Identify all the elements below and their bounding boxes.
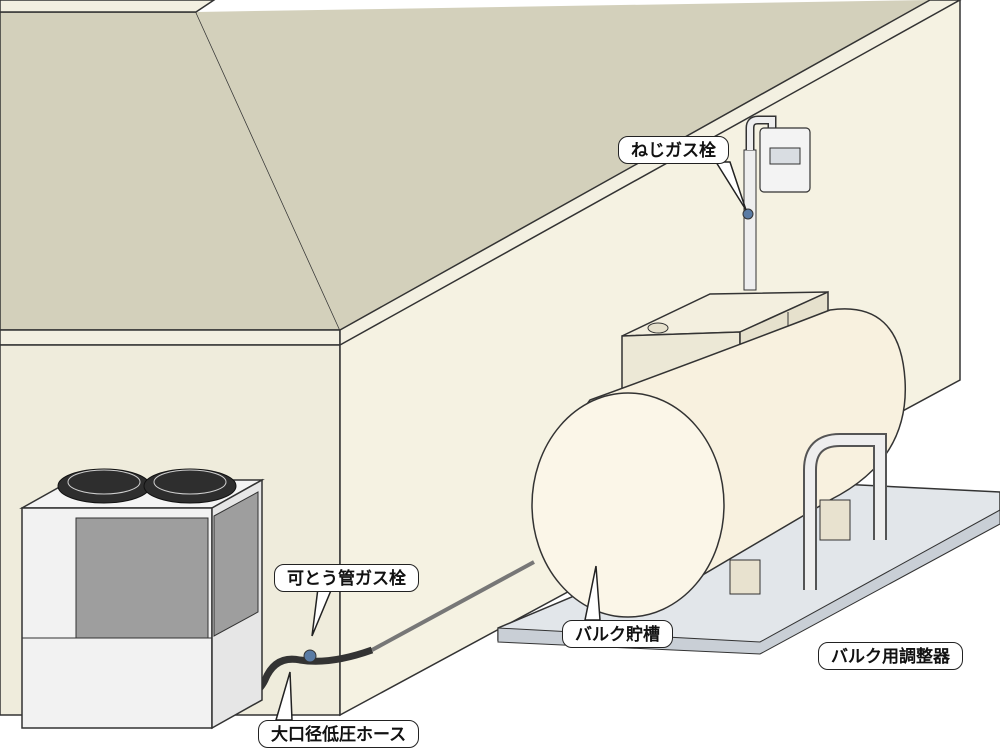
gas-meter-display	[769, 147, 801, 165]
ac-fan-left	[57, 468, 151, 504]
riser-pipe	[743, 149, 757, 291]
callout-screw-gas-valve: ねじガス栓	[618, 136, 729, 164]
callout-flexible-gas-valve: 可とう管ガス栓	[274, 564, 419, 592]
bulk-tank	[531, 308, 907, 618]
ac-outdoor-unit	[19, 468, 265, 730]
roof-surface-back	[196, 0, 930, 330]
meter-pipe-loop-inner	[747, 117, 775, 150]
callout-leaders	[275, 161, 747, 721]
tank-leg-rear	[819, 499, 851, 541]
tank-leg-front	[729, 559, 761, 595]
flexible-gas-valve-body	[303, 649, 317, 663]
ac-grille	[75, 517, 209, 639]
callout-bulk-tank: バルク貯槽	[562, 620, 673, 648]
screw-gas-valve-handle	[742, 208, 754, 220]
gas-supply-pipe	[371, 560, 535, 652]
concrete-pad-edge	[497, 509, 1000, 655]
roof-parapet-left	[0, 0, 216, 13]
tank-end-cap	[531, 392, 725, 618]
ac-fan-right	[143, 468, 237, 504]
tank-pipe-loop-inner	[805, 435, 885, 590]
ac-fan-left-guard	[67, 469, 141, 495]
callout-bulk-regulator: バルク用調整器	[818, 642, 963, 670]
callout-low-pressure-hose: 大口径低圧ホース	[258, 720, 420, 748]
ac-side-grille	[213, 491, 259, 637]
gas-meter-assembly	[742, 115, 811, 291]
roof-parapet-front	[0, 329, 341, 346]
regulator-cap	[647, 322, 669, 334]
ac-fan-right-guard	[153, 469, 227, 495]
